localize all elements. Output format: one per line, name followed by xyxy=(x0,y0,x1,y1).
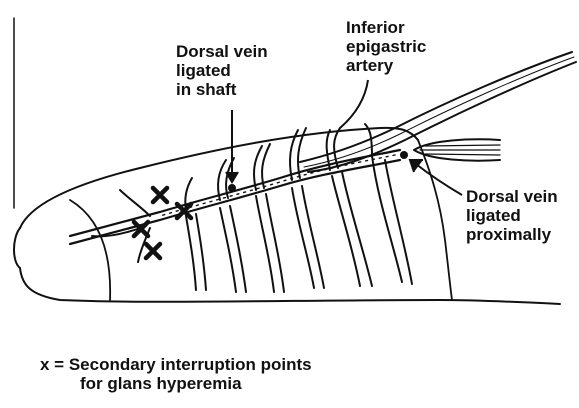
label-line: artery xyxy=(346,56,426,75)
label-line: Inferior xyxy=(346,18,426,37)
vein-branch xyxy=(230,206,246,292)
shaft-back-edge xyxy=(418,140,452,300)
x-mark-icon xyxy=(146,244,160,258)
arrow-icon xyxy=(410,160,423,172)
label-line: in shaft xyxy=(176,80,268,99)
legend-line-1: x = Secondary interruption points xyxy=(40,355,312,374)
leader-line xyxy=(416,164,462,195)
legend-line-2: for glans hyperemia xyxy=(40,374,312,393)
ligature-dot xyxy=(228,184,236,192)
vein-branch xyxy=(120,190,150,216)
label-dorsal-vein-ligated-in-shaft: Dorsal vein ligated in shaft xyxy=(176,42,268,99)
proximal-stump-shade xyxy=(420,145,500,155)
label-dorsal-vein-ligated-proximally: Dorsal vein ligated proximally xyxy=(466,187,558,244)
label-line: epigastric xyxy=(346,37,426,56)
label-line: ligated xyxy=(466,206,558,225)
vein-branch xyxy=(292,188,314,288)
label-line: proximally xyxy=(466,225,558,244)
shaft-outline-bottom xyxy=(20,268,560,304)
leader-line xyxy=(340,80,368,128)
vein-branch xyxy=(196,214,206,290)
label-line: ligated xyxy=(176,61,268,80)
glans-corona xyxy=(70,200,110,300)
vein-branch xyxy=(186,216,196,290)
ligature-dot xyxy=(400,151,408,159)
vein-stipple xyxy=(160,155,395,216)
label-line: Dorsal vein xyxy=(466,187,558,206)
label-inferior-epigastric-artery: Inferior epigastric artery xyxy=(346,18,426,75)
glans-outline xyxy=(14,228,20,268)
legend: x = Secondary interruption points for gl… xyxy=(40,355,312,393)
vein-branch xyxy=(266,194,284,292)
x-mark-icon xyxy=(153,188,167,202)
label-line: Dorsal vein xyxy=(176,42,268,61)
vein-branch xyxy=(302,186,324,288)
vein-branch xyxy=(256,196,274,292)
